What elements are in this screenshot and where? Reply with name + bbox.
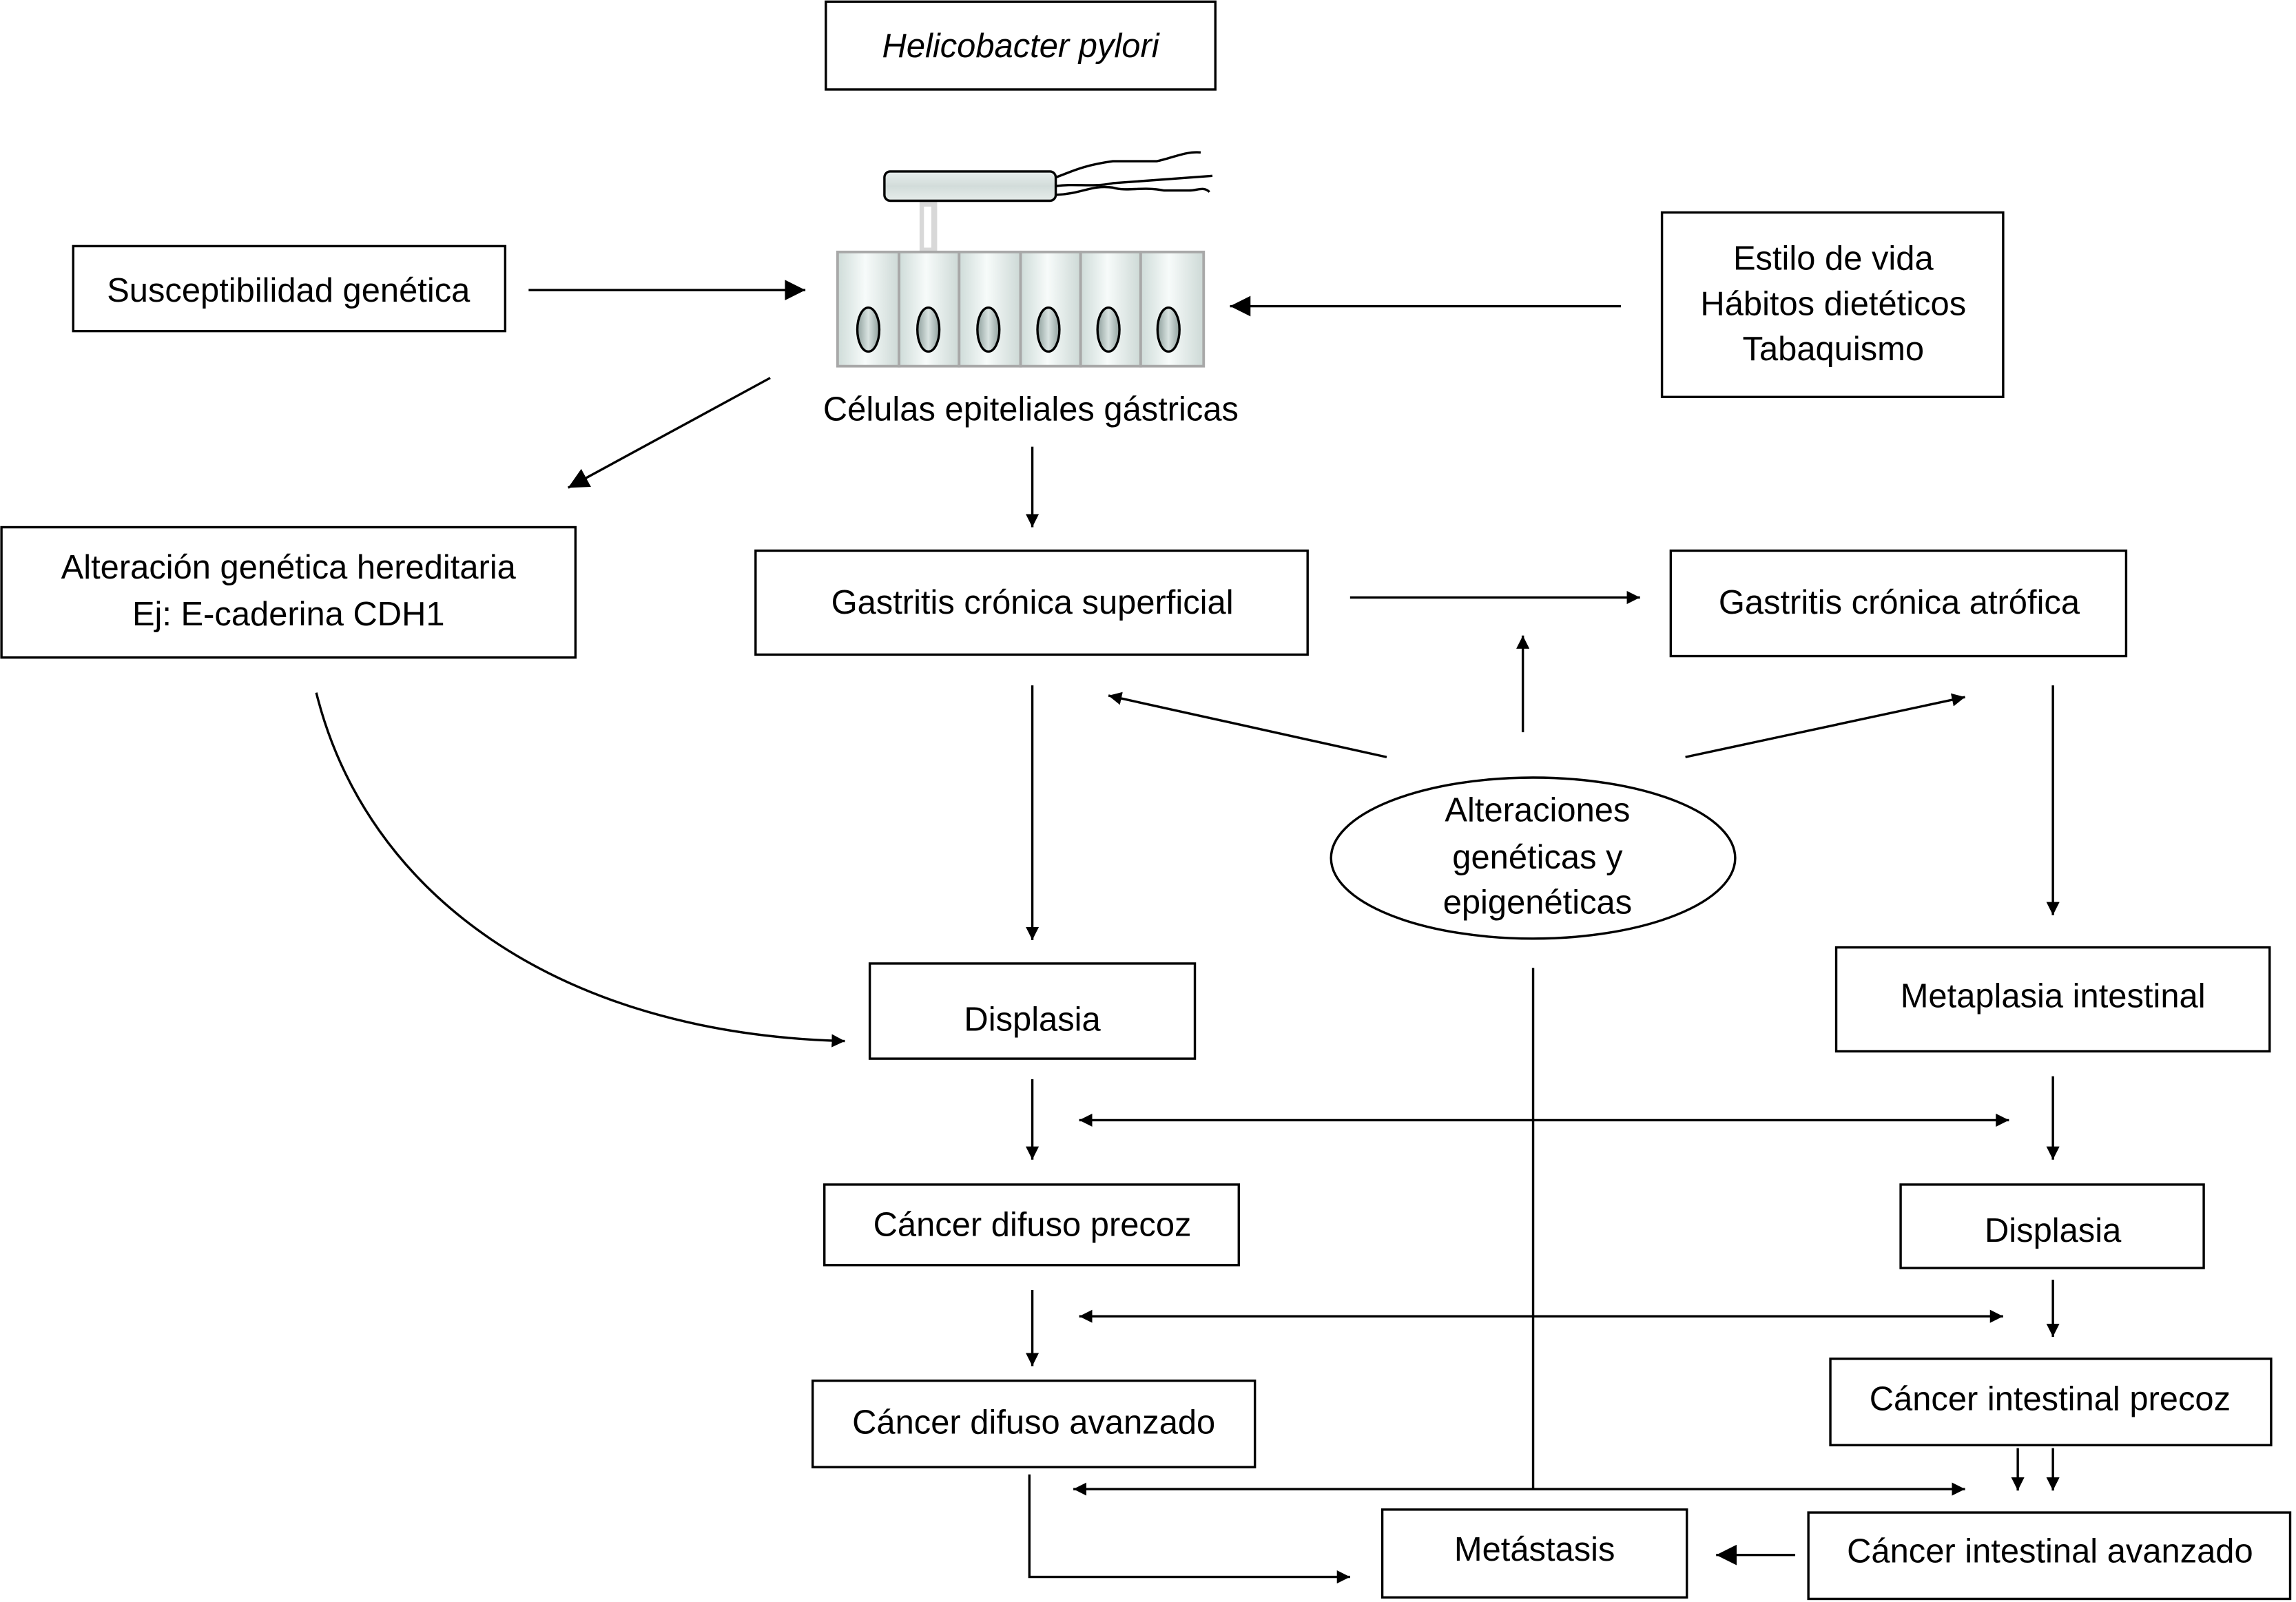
node-metastasis: Metástasis: [1380, 1508, 1688, 1599]
node-label-line: genéticas y: [1452, 839, 1623, 876]
node-label: Cáncer difuso avanzado: [852, 1404, 1215, 1441]
node-alteraciones-geneticas-epigeneticas: Alteraciones genéticas y epigenéticas: [1330, 776, 1737, 940]
epithelial-cells-label: Células epiteliales gástricas: [823, 391, 1239, 428]
node-helicobacter-pylori: Helicobacter pylori: [825, 0, 1217, 91]
node-cancer-intestinal-precoz: Cáncer intestinal precoz: [1829, 1357, 2273, 1446]
node-label: Displasia: [964, 1001, 1101, 1039]
node-alteracion-genetica-hereditaria: Alteración genética hereditaria Ej: E-ca…: [0, 526, 577, 659]
node-displasia-derecha: Displasia: [1899, 1183, 2205, 1269]
node-cancer-difuso-precoz: Cáncer difuso precoz: [823, 1183, 1240, 1267]
node-susceptibilidad-genetica: Susceptibilidad genética: [72, 245, 507, 333]
node-label: Cáncer difuso precoz: [873, 1206, 1192, 1243]
node-label-line: Hábitos dietéticos: [1700, 285, 1966, 322]
node-label: Cáncer intestinal avanzado: [1847, 1532, 2253, 1570]
node-label-line: epigenéticas: [1443, 884, 1632, 922]
node-label-line: Tabaquismo: [1743, 331, 1925, 368]
arrow-hereditary-to-dysplasia: [315, 692, 845, 1048]
node-label: Metaplasia intestinal: [1901, 978, 2206, 1015]
node-label: Cáncer intestinal precoz: [1870, 1380, 2231, 1417]
node-label: Metástasis: [1454, 1531, 1615, 1568]
node-label-line: Estilo de vida: [1733, 240, 1934, 277]
node-label: Gastritis crónica superficial: [831, 584, 1234, 621]
node-gastritis-cronica-superficial: Gastritis crónica superficial: [754, 549, 1309, 656]
node-estilo-de-vida: Estilo de vida Hábitos dietéticos Tabaqu…: [1660, 211, 2005, 399]
bacterium-icon: [883, 151, 1213, 254]
node-label-line: Alteración genética hereditaria: [61, 549, 517, 586]
arrow-advanced-diffuse-to-metastasis: [1028, 1474, 1350, 1584]
node-label-line: Alteraciones: [1445, 792, 1630, 829]
gastric-epithelial-cells-icon: [836, 250, 1206, 368]
node-label: Displasia: [1985, 1212, 2122, 1249]
node-label-line: Ej: E-caderina CDH1: [132, 596, 445, 633]
node-label: Gastritis crónica atrófica: [1719, 584, 2080, 621]
arrow-alterations-to-atrophic: [1685, 693, 1965, 758]
node-gastritis-cronica-atrofica: Gastritis crónica atrófica: [1669, 549, 2128, 658]
node-cancer-intestinal-avanzado: Cáncer intestinal avanzado: [1807, 1511, 2292, 1601]
node-displasia-izquierda: Displasia: [868, 962, 1197, 1060]
node-metaplasia-intestinal: Metaplasia intestinal: [1834, 946, 2271, 1053]
node-cancer-difuso-avanzado: Cáncer difuso avanzado: [811, 1380, 1256, 1468]
node-label: Susceptibilidad genética: [107, 272, 470, 309]
node-label: Helicobacter pylori: [882, 28, 1160, 65]
arrow-alterations-to-superficial: [1108, 691, 1387, 758]
arrow-cells-to-hereditary: [567, 377, 771, 489]
